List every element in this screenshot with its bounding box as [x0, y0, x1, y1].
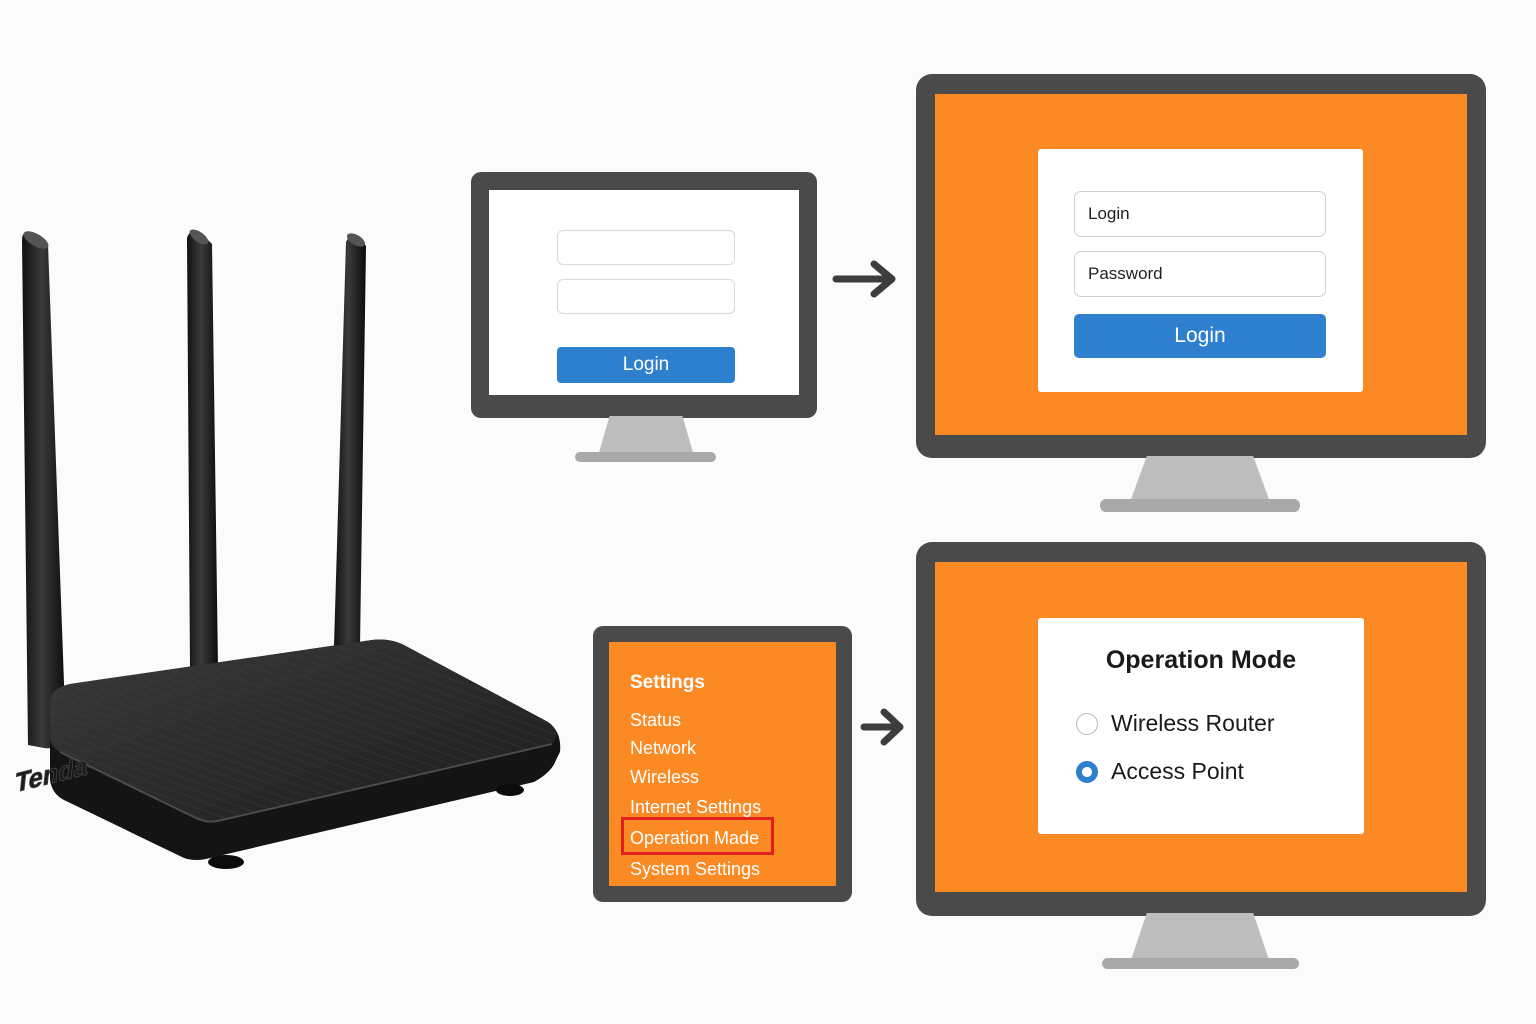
- monitor-stand-neck: [1130, 456, 1270, 502]
- antenna-left: [22, 231, 66, 749]
- login-monitor: Login Password Login: [916, 74, 1486, 458]
- antenna-right: [334, 233, 366, 646]
- option-access-point[interactable]: Access Point: [1076, 758, 1244, 785]
- radio-selected-icon[interactable]: [1076, 760, 1098, 783]
- login-panel: Login Password Login: [1038, 149, 1363, 392]
- option-label: Wireless Router: [1111, 710, 1275, 736]
- login-monitor-small: Login: [471, 172, 817, 418]
- arrow-right-icon: [832, 260, 896, 298]
- operation-mode-title: Operation Mode: [1105, 646, 1297, 674]
- password-field-small[interactable]: [557, 279, 735, 314]
- operation-mode-panel: Operation Mode Wireless Router Access Po…: [1038, 618, 1364, 834]
- password-field[interactable]: Password: [1074, 251, 1326, 297]
- menu-item-wireless[interactable]: Wireless: [630, 767, 700, 787]
- login-screen: Login Password Login: [935, 94, 1467, 435]
- monitor-stand-neck: [1130, 913, 1270, 963]
- login-screen-small: Login: [489, 190, 799, 395]
- username-field-small[interactable]: [557, 230, 735, 265]
- menu-item-highlight-box: [621, 817, 774, 855]
- operation-mode-monitor: Operation Mode Wireless Router Access Po…: [916, 542, 1486, 916]
- login-button-small[interactable]: Login: [557, 347, 735, 383]
- settings-menu-screen: Settings Status Network Wireless Interne…: [609, 642, 836, 886]
- login-field[interactable]: Login: [1074, 191, 1326, 237]
- menu-item-status[interactable]: Status: [630, 710, 682, 730]
- login-field-placeholder: Login: [1088, 204, 1130, 223]
- menu-item-system-settings[interactable]: System Settings: [630, 859, 761, 879]
- monitor-stand-base: [575, 452, 716, 462]
- monitor-stand-base: [1100, 499, 1300, 512]
- monitor-stand-neck: [598, 416, 694, 456]
- login-button[interactable]: Login: [1074, 314, 1326, 358]
- antenna-middle: [187, 229, 218, 668]
- menu-item-internet-settings[interactable]: Internet Settings: [630, 797, 762, 817]
- option-label: Access Point: [1111, 758, 1244, 784]
- menu-item-operation-mode[interactable]: Operation Made: [630, 828, 760, 848]
- router-image: Tenda: [13, 229, 561, 869]
- monitor-stand-base: [1102, 958, 1299, 969]
- radio-unselected-icon[interactable]: [1076, 712, 1098, 735]
- option-wireless-router[interactable]: Wireless Router: [1076, 710, 1275, 737]
- settings-menu-title: Settings: [630, 672, 705, 693]
- settings-menu-monitor: Settings Status Network Wireless Interne…: [593, 626, 852, 902]
- password-field-placeholder: Password: [1088, 264, 1163, 283]
- menu-item-network[interactable]: Network: [630, 738, 697, 758]
- operation-mode-screen: Operation Mode Wireless Router Access Po…: [935, 562, 1467, 892]
- arrow-right-icon: [860, 708, 904, 746]
